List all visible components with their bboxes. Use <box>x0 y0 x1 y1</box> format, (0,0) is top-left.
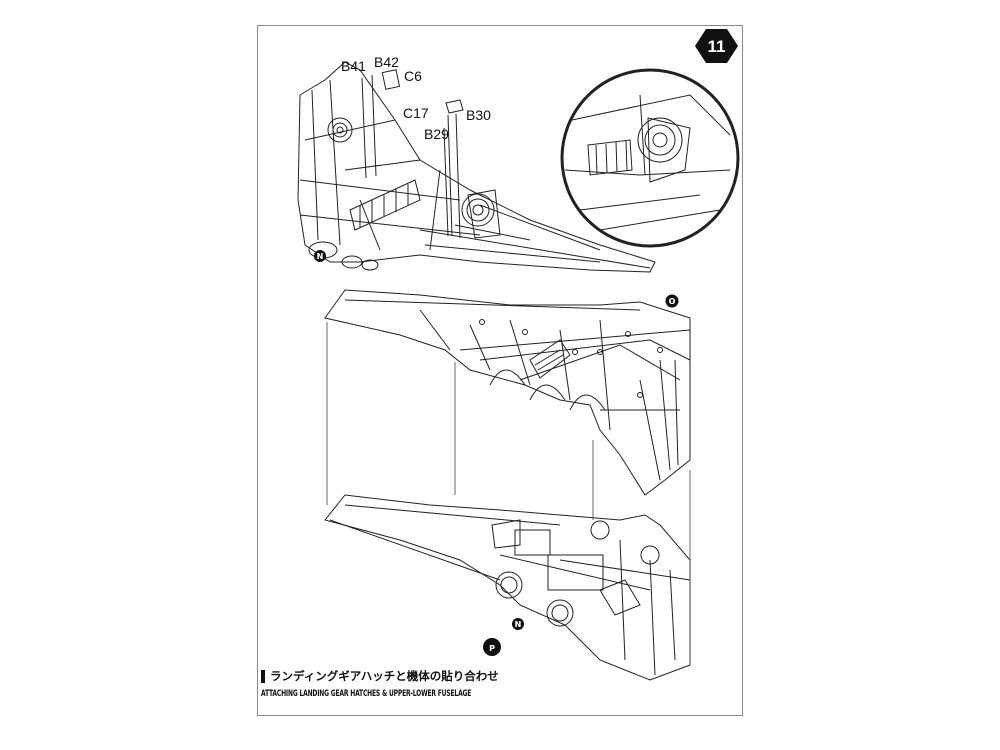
marker-n-top: N <box>314 250 326 262</box>
part-label-c6: C6 <box>404 68 422 84</box>
detail-inset <box>560 68 740 248</box>
caption-bar <box>261 669 265 683</box>
svg-text:N: N <box>317 252 324 261</box>
step-caption: ランディングギアハッチと機体の貼り合わせ ATTACHING LANDING G… <box>261 668 530 699</box>
upper-wing-assembly <box>297 61 656 273</box>
svg-text:O: O <box>669 297 676 306</box>
part-label-b29: B29 <box>424 126 449 142</box>
svg-text:P: P <box>489 644 495 653</box>
lower-fuselage <box>324 494 691 681</box>
marker-o: O <box>665 294 679 308</box>
step-number: 11 <box>708 37 726 56</box>
part-label-b42: B42 <box>374 54 399 70</box>
step-badge: 11 <box>695 29 738 63</box>
upper-fuselage <box>324 289 691 496</box>
svg-text:N: N <box>515 620 522 629</box>
caption-japanese-row: ランディングギアハッチと機体の貼り合わせ <box>261 668 530 684</box>
caption-english: ATTACHING LANDING GEAR HATCHES & UPPER-L… <box>261 689 472 699</box>
caption-japanese: ランディングギアハッチと機体の貼り合わせ <box>270 669 499 683</box>
instruction-page <box>257 25 743 716</box>
alignment-guides <box>326 322 691 665</box>
part-label-b41: B41 <box>341 58 366 74</box>
part-label-b30: B30 <box>466 107 491 123</box>
part-label-c17: C17 <box>403 105 429 121</box>
marker-n-bottom: N <box>512 618 524 630</box>
marker-p: P <box>483 638 501 656</box>
